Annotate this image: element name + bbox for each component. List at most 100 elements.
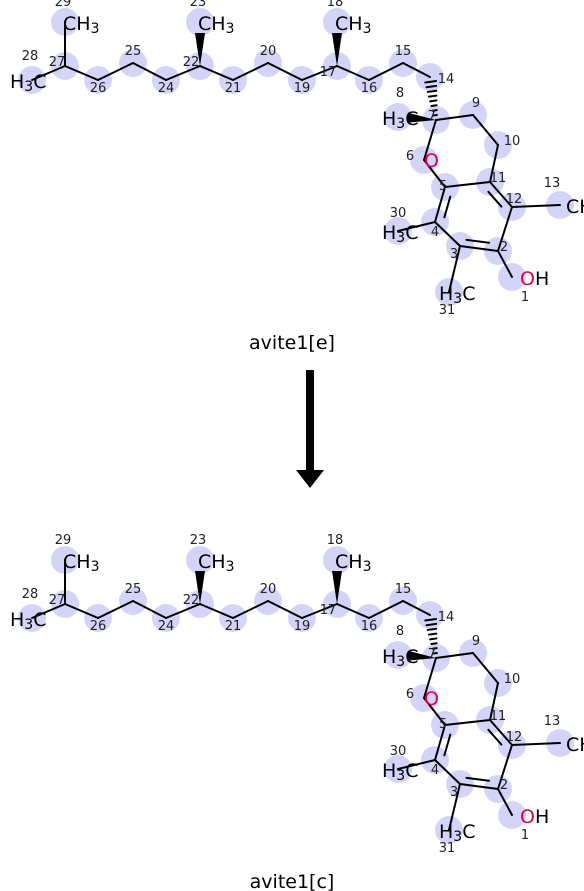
atom-label-13: CH3 bbox=[566, 734, 584, 758]
atom-label-29: CH3 bbox=[63, 551, 99, 575]
molecule-bottom: OHOH3CCH3CH3CH3H3CCH3H3CH3C1234567891011… bbox=[10, 533, 584, 856]
bond-1-2 bbox=[497, 788, 513, 816]
aromatic-bond-4-5 bbox=[443, 195, 452, 219]
atom-number-16: 16 bbox=[361, 81, 378, 96]
atom-number-16: 16 bbox=[361, 619, 378, 634]
bond-4-30 bbox=[397, 759, 436, 770]
atom-number-19: 19 bbox=[294, 619, 311, 634]
atom-number-25: 25 bbox=[125, 582, 142, 597]
bond-20-21 bbox=[232, 600, 269, 619]
atom-number-18: 18 bbox=[327, 533, 344, 548]
bond-2-3 bbox=[459, 245, 499, 252]
atom-number-22: 22 bbox=[183, 593, 200, 608]
atom-number-24: 24 bbox=[158, 619, 175, 634]
atom-number-6: 6 bbox=[406, 687, 414, 702]
atom-number-21: 21 bbox=[225, 619, 242, 634]
bond-10-11 bbox=[489, 144, 499, 183]
bond-27-28 bbox=[31, 65, 66, 81]
atom-number-30: 30 bbox=[390, 744, 407, 759]
bond-17-19 bbox=[301, 603, 338, 619]
bond-16-17 bbox=[336, 65, 370, 81]
bond-12-2 bbox=[497, 744, 513, 790]
bond-6-7 bbox=[423, 657, 437, 699]
molecule-top: OHOH3CCH3CH3CH3H3CCH3H3CH3C1234567891011… bbox=[10, 0, 584, 318]
bond-24-25 bbox=[132, 600, 167, 619]
atom-number-1: 1 bbox=[521, 828, 529, 843]
hash-segment-7-14 bbox=[429, 637, 438, 641]
atom-label-8: H3C bbox=[382, 108, 419, 132]
hash-segment-7-14 bbox=[425, 622, 438, 627]
atom-number-10: 10 bbox=[504, 134, 521, 149]
bond-19-20 bbox=[267, 600, 303, 619]
atom-number-3: 3 bbox=[450, 247, 458, 262]
bond-24-25 bbox=[132, 62, 167, 81]
atom-highlight-23 bbox=[186, 8, 214, 36]
bond-5-6 bbox=[423, 159, 446, 188]
atom-number-29: 29 bbox=[55, 0, 72, 10]
bond-27-28 bbox=[31, 603, 66, 619]
hash-segment-7-14 bbox=[429, 99, 438, 103]
atom-number-3: 3 bbox=[450, 785, 458, 800]
atom-number-30: 30 bbox=[390, 206, 407, 221]
atom-highlight-18 bbox=[323, 8, 351, 36]
hash-segment-7-14 bbox=[426, 627, 438, 631]
atom-number-9: 9 bbox=[472, 634, 480, 649]
hash-segment-7-14 bbox=[427, 632, 438, 636]
atom-number-15: 15 bbox=[395, 582, 412, 597]
bond-3-4 bbox=[434, 221, 461, 247]
atom-number-18: 18 bbox=[327, 0, 344, 10]
atom-number-21: 21 bbox=[225, 81, 242, 96]
atom-number-19: 19 bbox=[294, 81, 311, 96]
atom-label-23: CH3 bbox=[198, 13, 234, 37]
hash-segment-7-14 bbox=[424, 80, 438, 84]
bond-26-27 bbox=[64, 65, 99, 81]
aromatic-bond-11-12 bbox=[487, 728, 503, 746]
atom-number-10: 10 bbox=[504, 672, 521, 687]
hash-segment-7-14 bbox=[430, 104, 438, 108]
atom-number-12: 12 bbox=[506, 730, 523, 745]
atom-label-6: O bbox=[424, 688, 439, 710]
atom-number-4: 4 bbox=[431, 763, 439, 778]
atom-number-11: 11 bbox=[490, 709, 507, 724]
atom-number-2: 2 bbox=[500, 778, 508, 793]
bond-11-12 bbox=[489, 719, 513, 746]
atom-number-27: 27 bbox=[49, 55, 66, 70]
caption-top: avite1[e] bbox=[249, 332, 335, 354]
atom-highlight-18 bbox=[323, 546, 351, 574]
atom-number-15: 15 bbox=[395, 44, 412, 59]
bond-21-22 bbox=[199, 65, 234, 81]
bond-9-10 bbox=[472, 652, 499, 684]
bond-9-10 bbox=[472, 114, 499, 146]
atom-number-20: 20 bbox=[260, 44, 277, 59]
hash-segment-7-14 bbox=[425, 84, 438, 89]
bond-11-5 bbox=[444, 719, 491, 726]
bond-15-16 bbox=[368, 62, 404, 81]
atom-number-8: 8 bbox=[396, 86, 404, 101]
atom-number-29: 29 bbox=[55, 533, 72, 548]
bond-5-6 bbox=[423, 697, 446, 726]
atom-number-23: 23 bbox=[190, 533, 207, 548]
hash-segment-7-14 bbox=[431, 109, 438, 112]
atom-label-23: CH3 bbox=[198, 551, 234, 575]
bond-3-4 bbox=[434, 759, 461, 785]
bond-22-24 bbox=[165, 65, 201, 81]
reaction-arrow bbox=[296, 370, 324, 488]
caption-bottom: avite1[c] bbox=[250, 871, 335, 891]
aromatic-bond-11-12 bbox=[487, 190, 503, 208]
atom-label-31: H3C bbox=[439, 283, 476, 307]
bond-12-13 bbox=[511, 742, 561, 746]
hash-segment-7-14 bbox=[431, 647, 438, 650]
bond-12-13 bbox=[511, 204, 561, 208]
bond-4-30 bbox=[397, 221, 436, 232]
bond-19-20 bbox=[267, 62, 303, 81]
atom-label-1: OH bbox=[520, 806, 549, 828]
atom-number-13: 13 bbox=[544, 176, 561, 191]
atom-number-14: 14 bbox=[438, 610, 455, 625]
atom-label-13: CH3 bbox=[566, 196, 584, 220]
atom-number-5: 5 bbox=[439, 179, 447, 194]
atom-label-18: CH3 bbox=[335, 13, 371, 37]
atom-number-14: 14 bbox=[438, 72, 455, 87]
atom-number-31: 31 bbox=[439, 841, 456, 856]
atom-number-27: 27 bbox=[49, 593, 66, 608]
hash-segment-7-14 bbox=[427, 94, 438, 98]
